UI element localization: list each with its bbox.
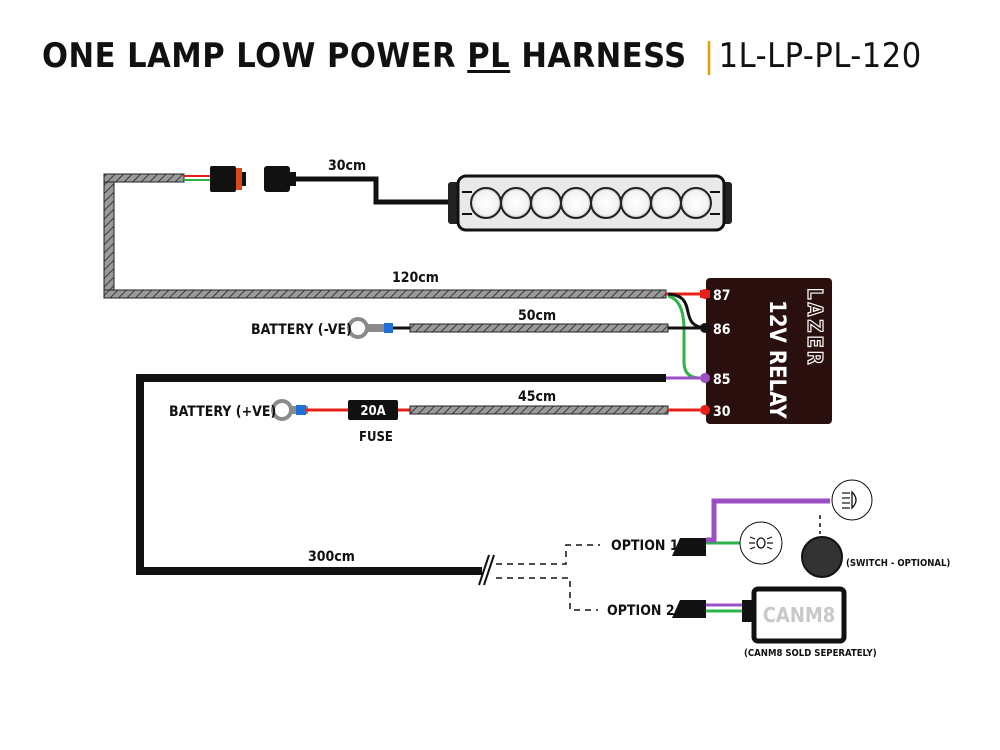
ring-terminal-icon — [347, 317, 384, 339]
lamp-lens — [650, 187, 682, 219]
lamp-lens — [560, 187, 592, 219]
relay-label: 12V RELAY — [764, 300, 789, 419]
title-part-1: ONE LAMP LOW POWER — [42, 36, 457, 76]
title-code: 1L-LP-PL-120 — [718, 36, 922, 76]
sidelight-icon — [739, 521, 783, 565]
battery-negative-lead — [347, 317, 700, 339]
switch-lead-wire — [136, 374, 666, 575]
battery-positive-label: BATTERY (+VE) — [169, 404, 276, 420]
switch-lead-length: 300cm — [308, 549, 355, 565]
lamp-lead-wire — [296, 176, 448, 205]
main-lead-length: 120cm — [392, 270, 439, 286]
option-2-label: OPTION 2 — [607, 603, 675, 619]
svg-text:87: 87 — [713, 288, 731, 304]
positive-lead-length: 45cm — [518, 389, 556, 405]
svg-text:20A: 20A — [360, 404, 385, 419]
title-separator: | — [703, 36, 715, 76]
lamp-lens — [530, 187, 562, 219]
lamp-lens — [680, 187, 712, 219]
canm8-label: CANM8 — [763, 603, 836, 627]
relay-pin-86: 86 — [700, 322, 731, 338]
page-title: ONE LAMP LOW POWER PL HARNESS |1L-LP-PL-… — [42, 36, 922, 76]
fuse-icon: 20A — [348, 400, 398, 420]
svg-text:86: 86 — [713, 322, 731, 338]
headlight-icon — [831, 479, 873, 521]
lamp-lead-length: 30cm — [328, 158, 366, 174]
svg-text:30: 30 — [713, 404, 731, 420]
lamp-lens — [620, 187, 652, 219]
battery-positive-lead: 20A — [271, 399, 700, 421]
negative-lead-length: 50cm — [518, 308, 556, 324]
relay-wiring — [666, 292, 708, 380]
option-2-wiring — [672, 600, 754, 622]
relay-brand-logo: LAZER — [803, 288, 827, 368]
relay: 87 86 85 30 12V RELAY LAZER — [700, 278, 832, 424]
option-1-wiring — [672, 498, 830, 556]
title-part-2: PL — [467, 36, 511, 76]
fuse-label: FUSE — [359, 430, 393, 445]
loom-to-connector-wires — [184, 175, 212, 181]
battery-negative-label: BATTERY (-VE) — [251, 322, 352, 338]
relay-pin-30: 30 — [700, 404, 731, 420]
svg-text:85: 85 — [713, 372, 731, 388]
lamp-lens — [470, 187, 502, 219]
canm8-module: CANM8 — [751, 586, 847, 644]
lamp-lens — [500, 187, 532, 219]
relay-pin-85: 85 — [700, 372, 731, 388]
lamp-icon — [448, 174, 732, 232]
option-1-label: OPTION 1 — [611, 538, 679, 554]
title-part-3: HARNESS — [521, 36, 687, 76]
switch-note: (SWITCH - OPTIONAL) — [846, 558, 950, 569]
switch-icon — [801, 536, 843, 578]
option-dashed-lines — [496, 544, 600, 611]
lamp-lens — [590, 187, 622, 219]
dt-connector — [210, 166, 296, 192]
canm8-note: (CANM8 SOLD SEPERATELY) — [744, 648, 877, 659]
relay-pin-87: 87 — [700, 288, 731, 304]
cut-mark — [478, 554, 490, 586]
